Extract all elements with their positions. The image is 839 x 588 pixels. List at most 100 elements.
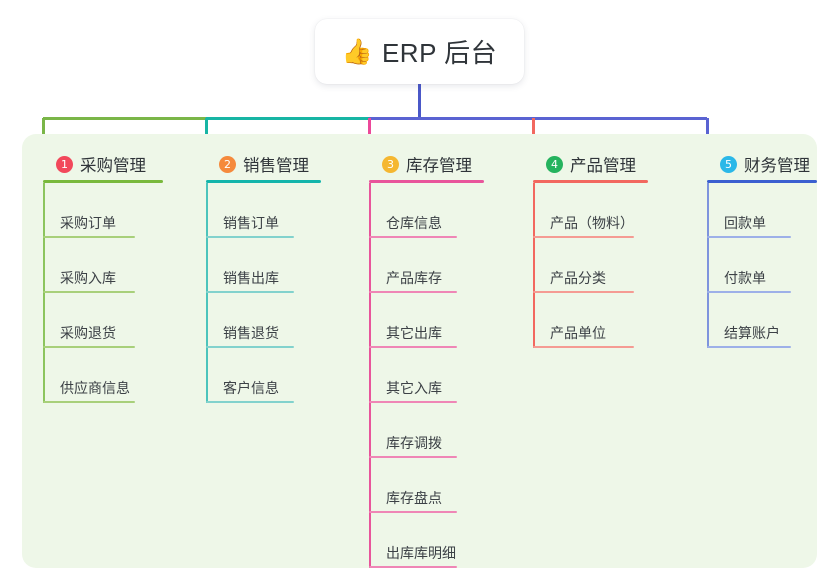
leaf-label: 回款单 [724, 214, 766, 231]
number-badge-inventory: 3 [382, 155, 399, 173]
leaf-label: 销售退货 [223, 324, 279, 341]
leaf-rule [533, 236, 634, 238]
leaf-item[interactable]: 销售出库 [199, 238, 359, 293]
number-badge-finance: 5 [720, 155, 737, 173]
leaf-rule [206, 236, 294, 238]
header-rule-finance [707, 180, 817, 183]
leaf-item[interactable]: 销售退货 [199, 293, 359, 348]
header-rule-sales [206, 180, 321, 183]
leaf-item[interactable]: 付款单 [700, 238, 830, 293]
leaf-rule [707, 346, 791, 348]
leaf-rule [43, 236, 135, 238]
leaf-label: 库存调拨 [386, 434, 442, 451]
column-inventory: 3 库存管理仓库信息产品库存其它出库其它入库库存调拨库存盘点出库库明细 [362, 145, 522, 568]
leaf-rule [533, 291, 634, 293]
leaf-item[interactable]: 其它入库 [362, 348, 522, 403]
leaf-item[interactable]: 采购订单 [36, 183, 196, 238]
leaf-item[interactable]: 产品（物料） [526, 183, 696, 238]
leaf-item[interactable]: 客户信息 [199, 348, 359, 403]
header-rule-product [533, 180, 648, 183]
leaf-label: 采购入库 [60, 269, 116, 286]
leaf-item[interactable]: 产品单位 [526, 293, 696, 348]
leaf-spine-purchase [43, 183, 45, 403]
drop-finance [706, 118, 709, 148]
leaf-item[interactable]: 库存调拨 [362, 403, 522, 458]
leaf-group-finance: 回款单付款单结算账户 [700, 183, 830, 348]
column-header-finance[interactable]: 5 财务管理 [700, 145, 830, 183]
leaf-label: 仓库信息 [386, 214, 442, 231]
leaf-label: 结算账户 [724, 324, 780, 341]
header-rule-inventory [369, 180, 484, 183]
leaf-label: 产品单位 [550, 324, 606, 341]
header-rule-purchase [43, 180, 163, 183]
drop-product [532, 118, 535, 148]
thumbs-up-icon: 👍 [341, 37, 373, 66]
leaf-label: 产品库存 [386, 269, 442, 286]
leaf-spine-inventory [369, 183, 371, 568]
leaf-rule [369, 401, 457, 403]
leaf-item[interactable]: 销售订单 [199, 183, 359, 238]
leaf-item[interactable]: 其它出库 [362, 293, 522, 348]
leaf-rule [369, 236, 457, 238]
number-badge-product: 4 [546, 155, 563, 173]
leaf-rule [369, 511, 457, 513]
leaf-group-purchase: 采购订单采购入库采购退货供应商信息 [36, 183, 196, 403]
column-header-inventory[interactable]: 3 库存管理 [362, 145, 522, 183]
leaf-rule [43, 291, 135, 293]
leaf-rule [369, 456, 457, 458]
leaf-rule [43, 401, 135, 403]
leaf-item[interactable]: 结算账户 [700, 293, 830, 348]
leaf-rule [707, 291, 791, 293]
leaf-label: 产品（物料） [550, 214, 634, 231]
leaf-rule [206, 346, 294, 348]
leaf-item[interactable]: 库存盘点 [362, 458, 522, 513]
leaf-label: 其它出库 [386, 324, 442, 341]
leaf-group-product: 产品（物料） 产品分类产品单位 [526, 183, 696, 348]
leaf-label: 出库库明细 [386, 544, 456, 561]
bus-teal [206, 117, 369, 120]
leaf-label: 库存盘点 [386, 489, 442, 506]
leaf-item[interactable]: 供应商信息 [36, 348, 196, 403]
leaf-label: 销售出库 [223, 269, 279, 286]
leaf-item[interactable]: 仓库信息 [362, 183, 522, 238]
leaf-label: 付款单 [724, 269, 766, 286]
leaf-rule [43, 346, 135, 348]
leaf-label: 客户信息 [223, 379, 279, 396]
column-finance: 5 财务管理回款单付款单结算账户 [700, 145, 830, 348]
leaf-label: 采购退货 [60, 324, 116, 341]
leaf-spine-sales [206, 183, 208, 403]
leaf-item[interactable]: 产品库存 [362, 238, 522, 293]
leaf-item[interactable]: 采购退货 [36, 293, 196, 348]
leaf-item[interactable]: 回款单 [700, 183, 830, 238]
leaf-group-sales: 销售订单销售出库销售退货客户信息 [199, 183, 359, 403]
leaf-rule [206, 401, 294, 403]
leaf-item[interactable]: 出库库明细 [362, 513, 522, 568]
leaf-rule [369, 566, 457, 568]
leaf-rule [533, 346, 634, 348]
leaf-group-inventory: 仓库信息产品库存其它出库其它入库库存调拨库存盘点出库库明细 [362, 183, 522, 568]
root-node[interactable]: 👍 ERP 后台 [315, 19, 524, 84]
leaf-spine-finance [707, 183, 709, 348]
column-title-finance: 财务管理 [744, 157, 810, 175]
leaf-label: 供应商信息 [60, 379, 130, 396]
leaf-item[interactable]: 产品分类 [526, 238, 696, 293]
leaf-rule [369, 346, 457, 348]
leaf-label: 销售订单 [223, 214, 279, 231]
bus-blue [369, 117, 707, 120]
column-title-inventory: 库存管理 [406, 157, 472, 175]
leaf-label: 产品分类 [550, 269, 606, 286]
root-title: ERP 后台 [381, 38, 498, 68]
drop-sales [205, 118, 208, 148]
leaf-item[interactable]: 采购入库 [36, 238, 196, 293]
leaf-label: 其它入库 [386, 379, 442, 396]
number-badge-purchase: 1 [56, 155, 73, 173]
leaf-label: 采购订单 [60, 214, 116, 231]
number-badge-sales: 2 [219, 155, 236, 173]
leaf-rule [369, 291, 457, 293]
leaf-rule [206, 291, 294, 293]
